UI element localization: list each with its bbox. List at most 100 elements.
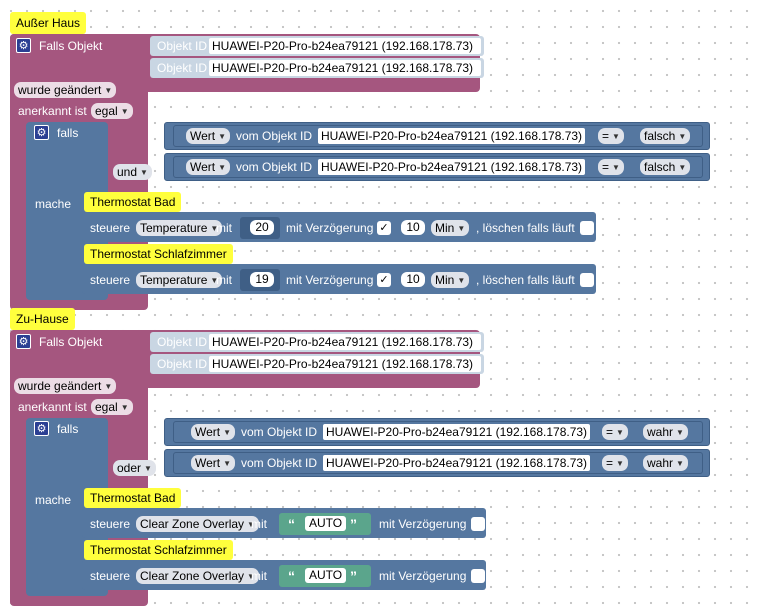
delay-checkbox[interactable] bbox=[471, 569, 485, 583]
dropdown-arrow-icon: ▼ bbox=[612, 132, 620, 141]
logic-operator-dropdown[interactable]: oder▼ bbox=[113, 460, 156, 476]
object-id-label: Objekt ID bbox=[157, 335, 208, 349]
delay-label: mit Verzögerung bbox=[286, 221, 374, 235]
dropdown-arrow-icon: ▼ bbox=[223, 459, 232, 468]
operator-dropdown-label: = bbox=[606, 456, 614, 470]
state-dropdown[interactable]: Temperature▼ bbox=[136, 272, 223, 288]
of-object-label: vom Objekt ID bbox=[236, 160, 313, 174]
clear-running-checkbox[interactable] bbox=[580, 273, 594, 287]
dropdown-arrow-icon: ▼ bbox=[612, 163, 620, 172]
property-dropdown[interactable]: Wert▼ bbox=[186, 128, 231, 144]
dropdown-arrow-icon: ▼ bbox=[676, 428, 684, 437]
object-id-field[interactable]: HUAWEI-P20-Pro-b24ea79121 (192.168.178.7… bbox=[209, 334, 481, 350]
gear-icon[interactable]: ⚙ bbox=[34, 125, 49, 140]
with-label: mit bbox=[216, 221, 232, 235]
object-id-label: Objekt ID bbox=[157, 357, 208, 371]
operator-dropdown-label: = bbox=[602, 160, 610, 174]
delay-value-field[interactable]: 10 bbox=[401, 272, 425, 287]
delay-checkbox[interactable] bbox=[471, 517, 485, 531]
state-dropdown[interactable]: Clear Zone Overlay▼ bbox=[136, 516, 259, 532]
text-field[interactable]: AUTO bbox=[305, 568, 347, 583]
delay-label: mit Verzögerung bbox=[379, 517, 467, 531]
delay-checkbox[interactable]: ✓ bbox=[377, 273, 391, 287]
control-label: steuere bbox=[90, 273, 131, 287]
operator-dropdown-label: = bbox=[602, 129, 610, 143]
property-dropdown-label: Wert bbox=[195, 425, 221, 439]
gear-icon[interactable]: ⚙ bbox=[16, 334, 31, 349]
open-quote-icon: “ bbox=[288, 516, 295, 532]
dropdown-arrow-icon: ▼ bbox=[457, 276, 466, 285]
state-dropdown[interactable]: Clear Zone Overlay▼ bbox=[136, 568, 259, 584]
object-id-field[interactable]: HUAWEI-P20-Pro-b24ea79121 (192.168.178.7… bbox=[209, 356, 481, 372]
gear-icon[interactable]: ⚙ bbox=[34, 421, 49, 436]
object-id-label: Objekt ID bbox=[157, 61, 208, 75]
change-dropdown-label: wurde geändert bbox=[18, 83, 102, 97]
event-comment[interactable]: Außer Haus bbox=[10, 12, 87, 34]
property-dropdown-label: Wert bbox=[195, 456, 221, 470]
operator-dropdown[interactable]: =▼ bbox=[602, 455, 628, 471]
value-dropdown-label: wahr bbox=[647, 425, 674, 439]
ack-dropdown[interactable]: egal▼ bbox=[91, 103, 133, 119]
condition-object-field[interactable]: HUAWEI-P20-Pro-b24ea79121 (192.168.178.7… bbox=[318, 159, 586, 175]
condition-object-field[interactable]: HUAWEI-P20-Pro-b24ea79121 (192.168.178.7… bbox=[323, 455, 591, 471]
with-label: mit bbox=[216, 273, 232, 287]
action-comment[interactable]: Thermostat Schlafzimmer bbox=[84, 244, 233, 264]
trigger-label: Falls Objekt bbox=[39, 39, 103, 53]
text-field[interactable]: AUTO bbox=[305, 516, 347, 531]
delay-value-field[interactable]: 10 bbox=[401, 220, 425, 235]
dropdown-arrow-icon: ▼ bbox=[678, 132, 687, 141]
dropdown-arrow-icon: ▼ bbox=[210, 224, 219, 233]
dropdown-arrow-icon: ▼ bbox=[616, 428, 624, 437]
value-dropdown[interactable]: wahr▼ bbox=[643, 424, 688, 440]
delay-checkbox[interactable]: ✓ bbox=[377, 221, 391, 235]
object-id-field[interactable]: HUAWEI-P20-Pro-b24ea79121 (192.168.178.7… bbox=[209, 38, 481, 54]
of-object-label: vom Objekt ID bbox=[236, 129, 313, 143]
change-dropdown[interactable]: wurde geändert▼ bbox=[14, 378, 117, 394]
action-comment[interactable]: Thermostat Bad bbox=[84, 192, 182, 212]
property-dropdown[interactable]: Wert▼ bbox=[191, 424, 236, 440]
condition-object-field[interactable]: HUAWEI-P20-Pro-b24ea79121 (192.168.178.7… bbox=[323, 424, 591, 440]
property-dropdown[interactable]: Wert▼ bbox=[186, 159, 231, 175]
change-dropdown-label: wurde geändert bbox=[18, 379, 102, 393]
clear-running-checkbox[interactable] bbox=[580, 221, 594, 235]
operator-dropdown[interactable]: =▼ bbox=[598, 159, 624, 175]
operator-dropdown[interactable]: =▼ bbox=[602, 424, 628, 440]
delay-label: mit Verzögerung bbox=[286, 273, 374, 287]
event-comment[interactable]: Zu-Hause bbox=[10, 308, 75, 330]
ack-dropdown[interactable]: egal▼ bbox=[91, 399, 133, 415]
property-dropdown[interactable]: Wert▼ bbox=[191, 455, 236, 471]
dropdown-arrow-icon: ▼ bbox=[218, 163, 227, 172]
do-label: mache bbox=[35, 493, 72, 507]
dropdown-arrow-icon: ▼ bbox=[457, 224, 466, 233]
value-dropdown-label: falsch bbox=[644, 129, 676, 143]
state-dropdown[interactable]: Temperature▼ bbox=[136, 220, 223, 236]
object-id-field[interactable]: HUAWEI-P20-Pro-b24ea79121 (192.168.178.7… bbox=[209, 60, 481, 76]
operator-dropdown[interactable]: =▼ bbox=[598, 128, 624, 144]
ack-dropdown-label: egal bbox=[95, 400, 118, 414]
delay-unit-dropdown[interactable]: Min▼ bbox=[431, 220, 470, 236]
state-dropdown-label: Clear Zone Overlay bbox=[140, 569, 245, 583]
dropdown-arrow-icon: ▼ bbox=[223, 428, 232, 437]
logic-operator-dropdown[interactable]: und▼ bbox=[113, 164, 152, 180]
value-dropdown[interactable]: falsch▼ bbox=[640, 159, 691, 175]
if-label: falls bbox=[57, 422, 79, 436]
delay-unit-dropdown-label: Min bbox=[435, 273, 455, 287]
condition-object-field[interactable]: HUAWEI-P20-Pro-b24ea79121 (192.168.178.7… bbox=[318, 128, 586, 144]
number-field[interactable]: 20 bbox=[250, 220, 274, 235]
value-dropdown[interactable]: falsch▼ bbox=[640, 128, 691, 144]
gear-icon[interactable]: ⚙ bbox=[16, 38, 31, 53]
delay-unit-dropdown[interactable]: Min▼ bbox=[431, 272, 470, 288]
dropdown-arrow-icon: ▼ bbox=[144, 464, 152, 473]
dropdown-arrow-icon: ▼ bbox=[247, 520, 255, 529]
action-comment[interactable]: Thermostat Schlafzimmer bbox=[84, 540, 233, 560]
change-dropdown[interactable]: wurde geändert▼ bbox=[14, 82, 117, 98]
ack-label: anerkannt ist bbox=[18, 104, 87, 118]
dropdown-arrow-icon: ▼ bbox=[120, 107, 129, 116]
value-dropdown[interactable]: wahr▼ bbox=[643, 455, 688, 471]
dropdown-arrow-icon: ▼ bbox=[210, 276, 219, 285]
number-field[interactable]: 19 bbox=[250, 272, 274, 287]
dropdown-arrow-icon: ▼ bbox=[678, 163, 687, 172]
logic-operator-dropdown-label: oder bbox=[117, 461, 142, 475]
action-comment[interactable]: Thermostat Bad bbox=[84, 488, 182, 508]
dropdown-arrow-icon: ▼ bbox=[140, 168, 148, 177]
